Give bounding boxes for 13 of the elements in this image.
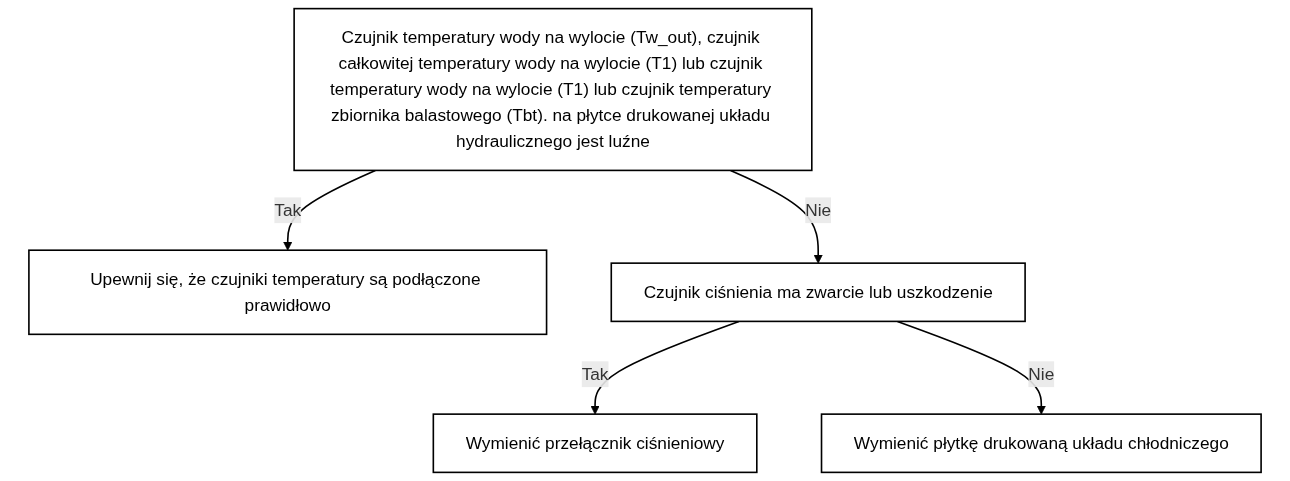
node-box: Upewnij się, że czujniki temperatury są podłączone prawidłowo [28, 249, 548, 336]
node-box: Czujnik ciśnienia ma zwarcie lub uszkodzenie [610, 262, 1026, 323]
edge-label: Nie [805, 200, 832, 219]
arrow [590, 320, 740, 415]
node-box: Wymienić płytkę drukowaną układu chłodniczego [820, 413, 1262, 474]
node-box: Wymienić przełącznik ciśnieniowy [432, 413, 758, 474]
node-box: Czujnik temperatury wody na wylocie (Tw_out), czujnik całkowitej temperatury wody na wylocie (T1) lub czujnik temperatury wody na wylocie (T1) lub czujnik temperatury zbiornika balastowego (Tbt). na płytce drukowanej układu hydraulicznego jest luźne [293, 7, 813, 172]
arrow [283, 169, 377, 251]
arrow [896, 320, 1047, 415]
edge-label: Nie [1028, 364, 1055, 383]
edge-label: Tak [581, 364, 609, 383]
arrow [729, 169, 823, 264]
edge-label: Tak [274, 200, 302, 219]
